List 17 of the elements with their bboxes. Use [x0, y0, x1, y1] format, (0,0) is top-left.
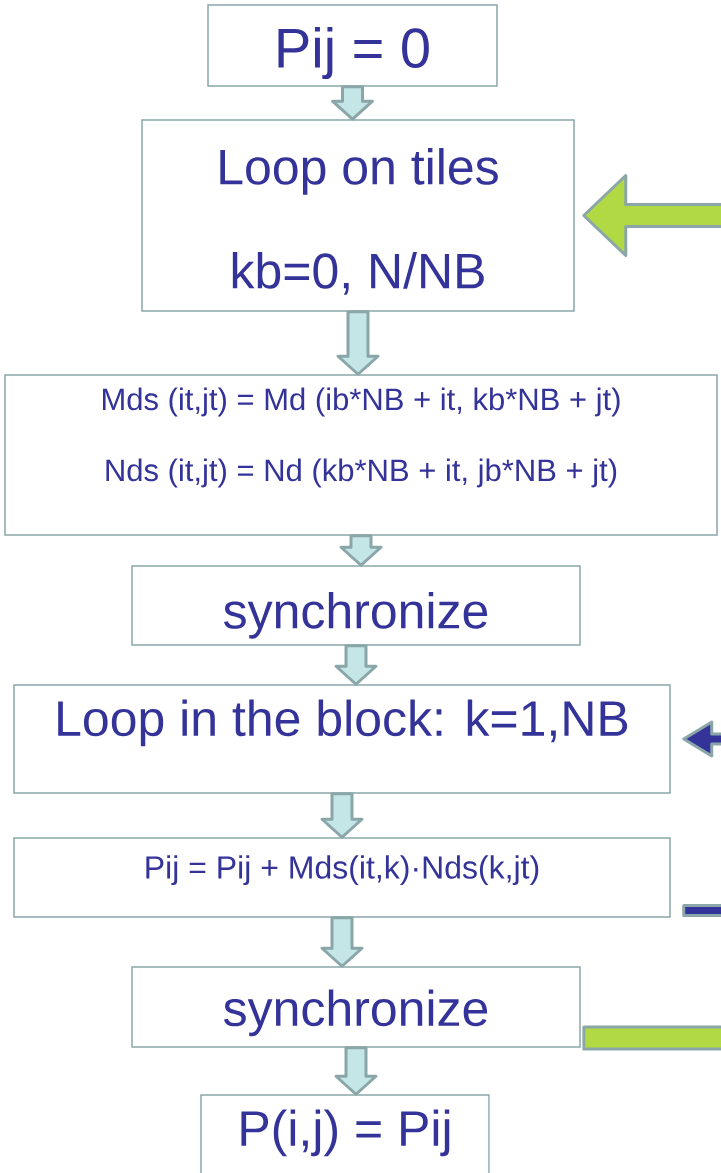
process-box: Mds (it,jt) = Md (ib*NB + it, kb*NB + jt) Nds (it,jt) = Nd (kb*NB + it, jb*NB + jt) — [4, 374, 718, 536]
process-box: Loop in the block: k=1,NB — [13, 684, 671, 794]
block-arrow — [339, 534, 383, 567]
loop-arrow — [682, 720, 721, 917]
block-arrow — [336, 310, 380, 376]
process-box: Pij = Pij + Mds(it,k)·Nds(k,jt) — [13, 837, 671, 918]
process-box: synchronize — [131, 966, 581, 1048]
process-box: synchronize — [131, 565, 581, 646]
process-box: Loop on tiles kb=0, N/NB — [141, 119, 575, 312]
block-arrow — [334, 644, 378, 686]
block-arrow — [320, 916, 364, 968]
block-arrow — [320, 792, 364, 839]
block-arrow — [331, 85, 374, 121]
process-box: Pij = 0 — [207, 4, 498, 87]
process-box: P(i,j) = Pij — [200, 1094, 490, 1173]
loop-arrow — [582, 174, 721, 1051]
block-arrow — [334, 1046, 378, 1096]
